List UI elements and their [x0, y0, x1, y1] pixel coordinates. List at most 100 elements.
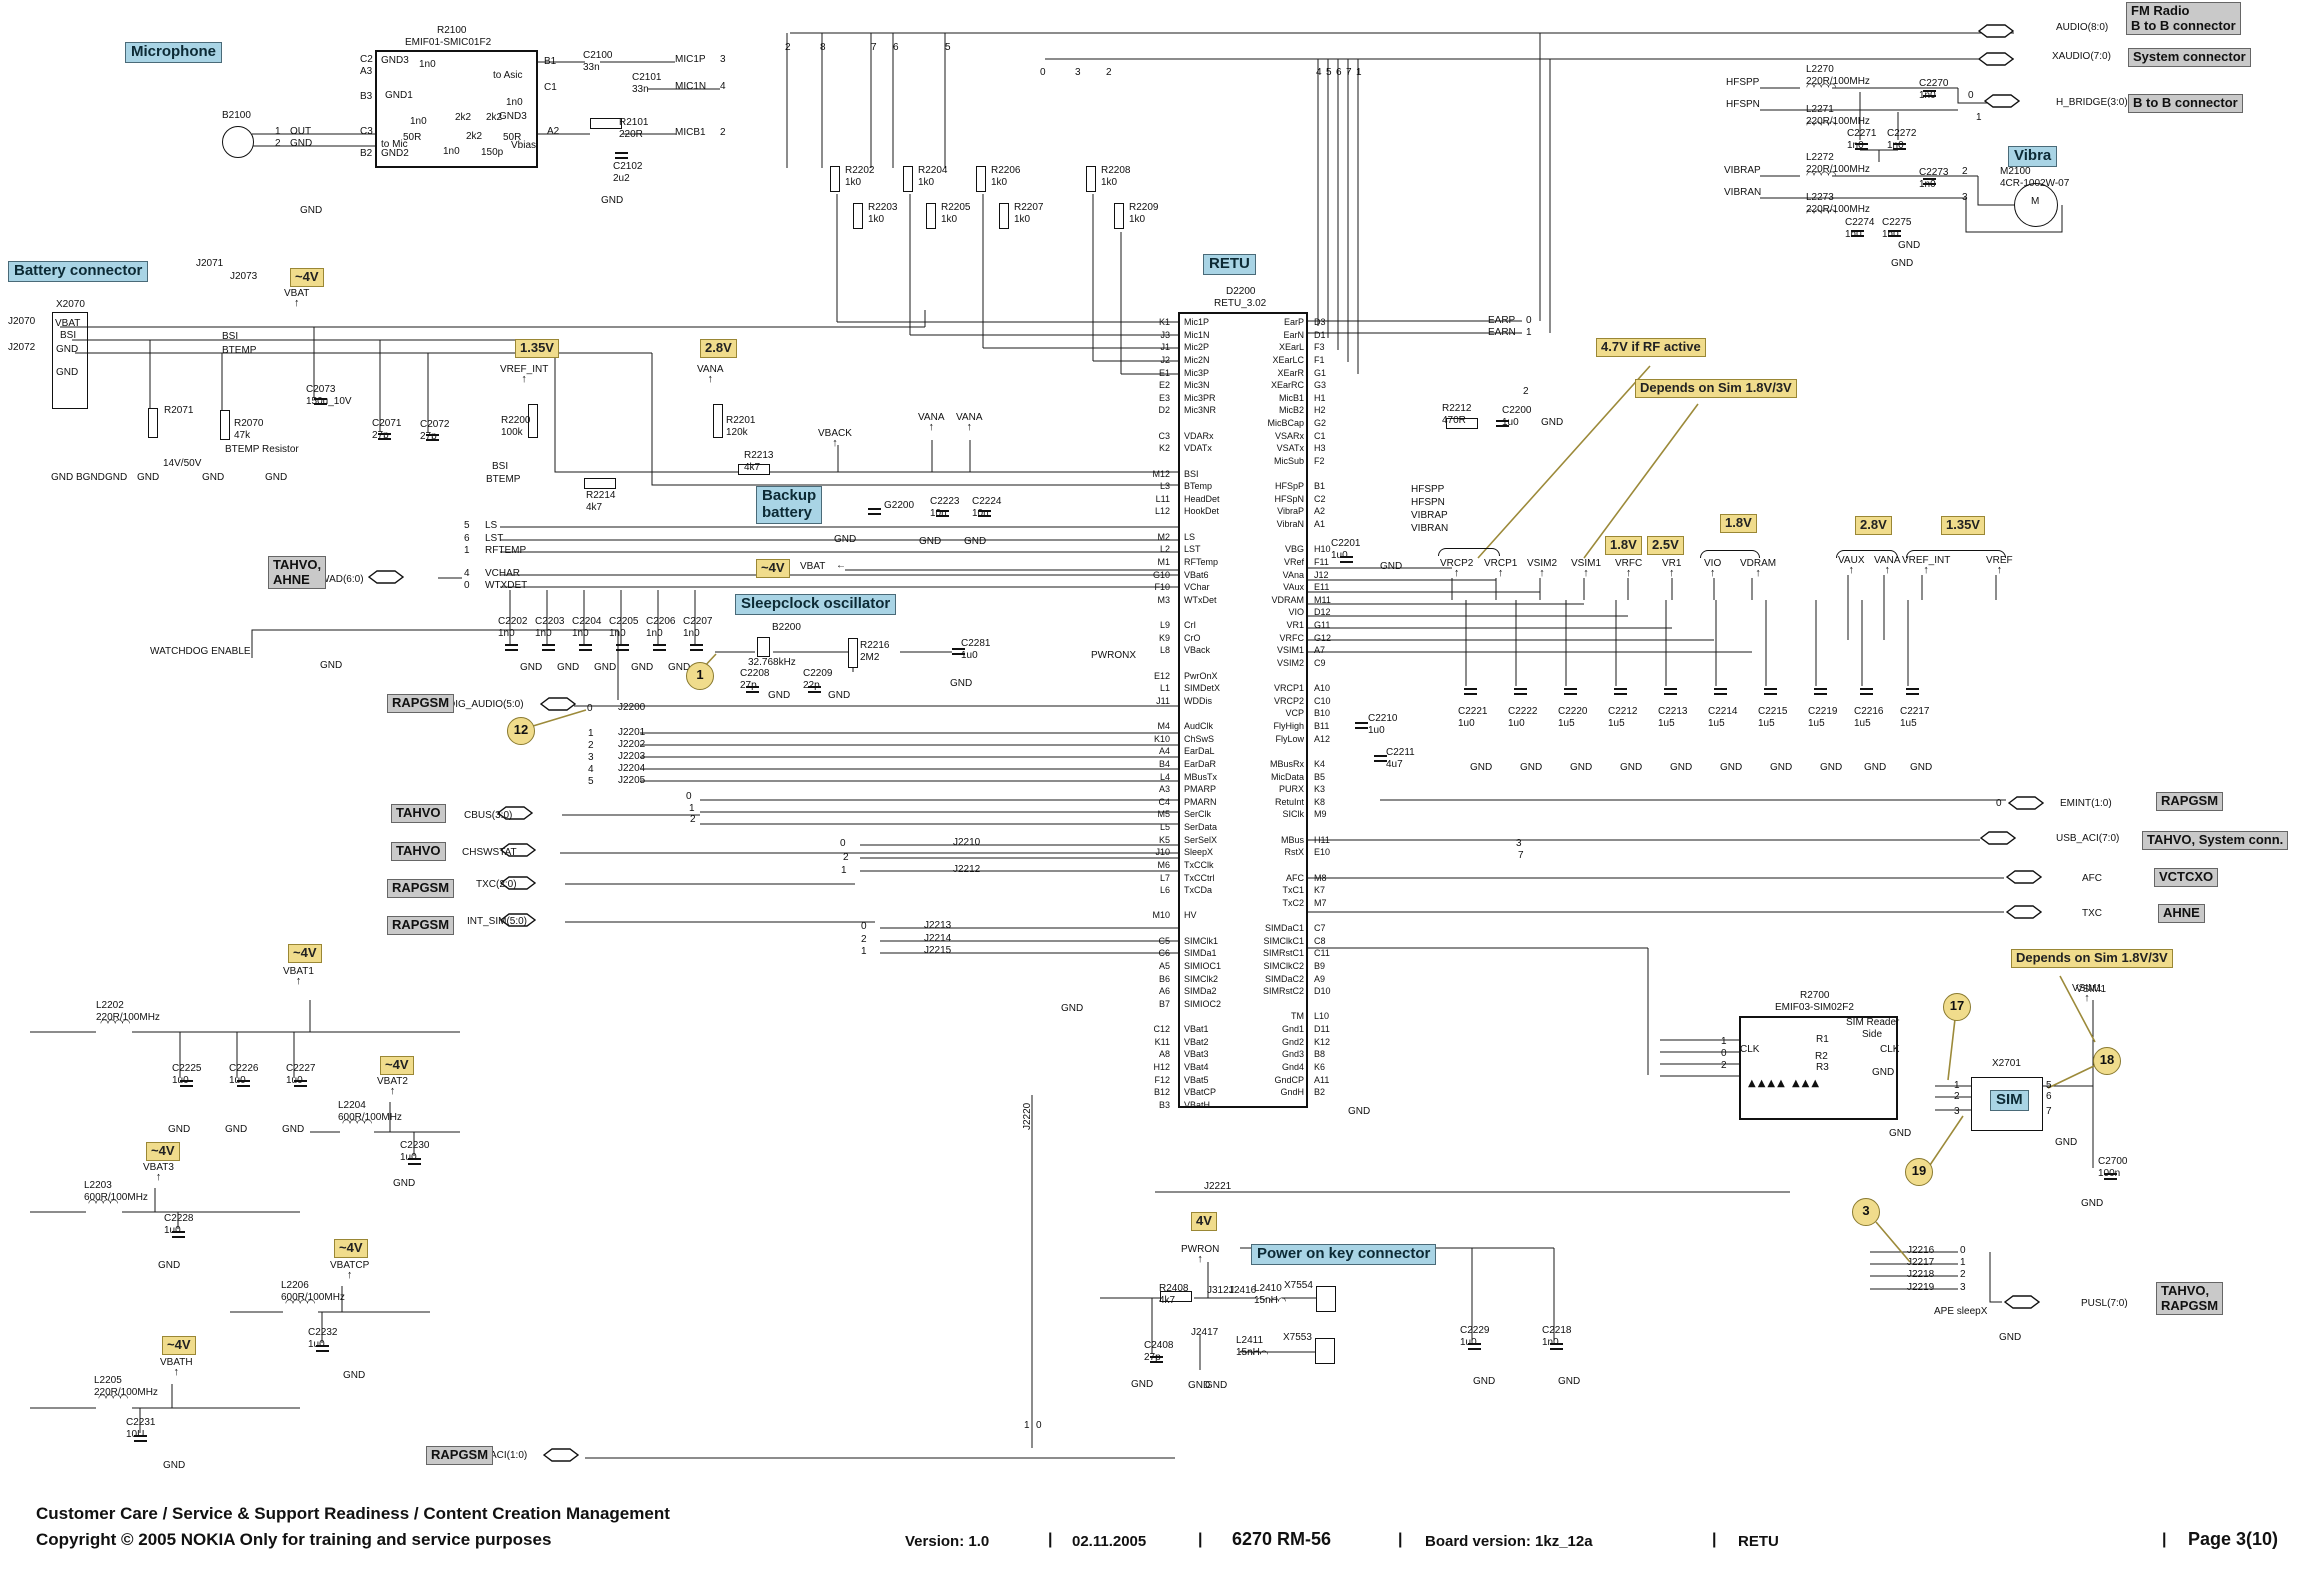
net-label: 1n0 — [443, 146, 460, 157]
component-label: X7554 — [1284, 1280, 1313, 1291]
net-label: 7 — [2046, 1106, 2052, 1117]
bus-port-icon — [2006, 870, 2042, 884]
net-label: 0 — [1526, 315, 1532, 326]
schematic-symbol: ◠◠◠◠ — [1256, 1296, 1286, 1307]
net-label: 2 — [1962, 166, 1968, 177]
net-label: GND — [265, 472, 288, 483]
title-block-text: | — [2162, 1531, 2167, 1548]
net-label: J2070 — [8, 316, 36, 327]
net-label: CLK — [1740, 1044, 1760, 1055]
schematic-symbol — [976, 166, 986, 192]
net-label: ← — [836, 560, 846, 571]
net-label: D2200 — [1226, 286, 1256, 297]
net-label: GND — [290, 138, 313, 149]
net-label: GND — [137, 472, 160, 483]
net-label: X2701 — [1992, 1058, 2021, 1069]
bus-port-icon — [543, 1448, 579, 1462]
callout-circle: 18 — [2093, 1047, 2121, 1075]
schematic-symbol — [222, 126, 254, 158]
title-block-text: Page 3(10) — [2188, 1529, 2279, 1549]
destination-tag: RAPGSM — [387, 916, 455, 935]
schematic-symbol — [378, 433, 391, 440]
title-block-text: Board version: 1kz_12a — [1425, 1533, 1593, 1550]
net-label: GND — [225, 1124, 248, 1135]
schematic-symbol — [316, 1345, 329, 1352]
schematic-symbol — [1700, 550, 1760, 558]
net-label: 1 — [861, 946, 867, 957]
net-label: 32.768kHz — [748, 657, 796, 668]
schematic-symbol: ◠◠◠◠ — [342, 1118, 372, 1129]
section-label: Sleepclock oscillator — [735, 594, 897, 615]
net-label: GND — [1898, 240, 1921, 251]
schematic-symbol — [172, 1231, 185, 1238]
destination-tag: VCTCXO — [2154, 868, 2219, 887]
schematic-symbol — [1860, 688, 1873, 695]
net-label: 1 — [464, 545, 470, 556]
net-label: 1n0 — [410, 116, 427, 127]
net-label: Vbias — [511, 140, 537, 151]
schematic-symbol — [1714, 688, 1727, 695]
schematic-symbol — [220, 410, 230, 440]
schematic-symbol — [52, 312, 88, 409]
bus-port-icon — [540, 697, 576, 711]
net-label: VBAT — [55, 318, 81, 329]
power-rail: VANA↑ — [956, 412, 983, 433]
net-label: GND — [1770, 762, 1793, 773]
net-label: 7 — [1346, 67, 1352, 78]
up-arrow-icon: ↑ — [1884, 564, 1891, 576]
net-label: 7 — [1518, 850, 1524, 861]
net-label: 2 — [275, 138, 281, 149]
schematic-symbol — [1150, 1356, 1163, 1363]
net-label: R2700 — [1800, 990, 1830, 1001]
up-arrow-icon: ↑ — [521, 373, 527, 385]
voltage-note: 1.8V — [1605, 536, 1642, 555]
title-block-text: | — [1712, 1531, 1717, 1548]
bus-port-icon — [500, 876, 536, 890]
schematic-symbol — [148, 408, 158, 438]
voltage-note: ~4V — [756, 559, 790, 578]
net-label: J2210 — [953, 837, 981, 848]
up-arrow-icon: ↑ — [1497, 567, 1504, 579]
net-label: GND — [1820, 762, 1843, 773]
up-arrow-icon: ↑ — [1668, 567, 1675, 579]
net-label: GND — [1999, 1332, 2022, 1343]
net-label: RFTEMP — [485, 545, 527, 556]
net-label: 150p — [481, 147, 504, 158]
net-label: 6 — [464, 533, 470, 544]
net-label: GND — [1872, 1067, 1895, 1078]
schematic-symbol — [999, 203, 1009, 229]
net-label: R2100 — [437, 25, 467, 36]
voltage-note: ~4V — [334, 1239, 368, 1258]
up-arrow-icon: ↑ — [293, 297, 300, 309]
